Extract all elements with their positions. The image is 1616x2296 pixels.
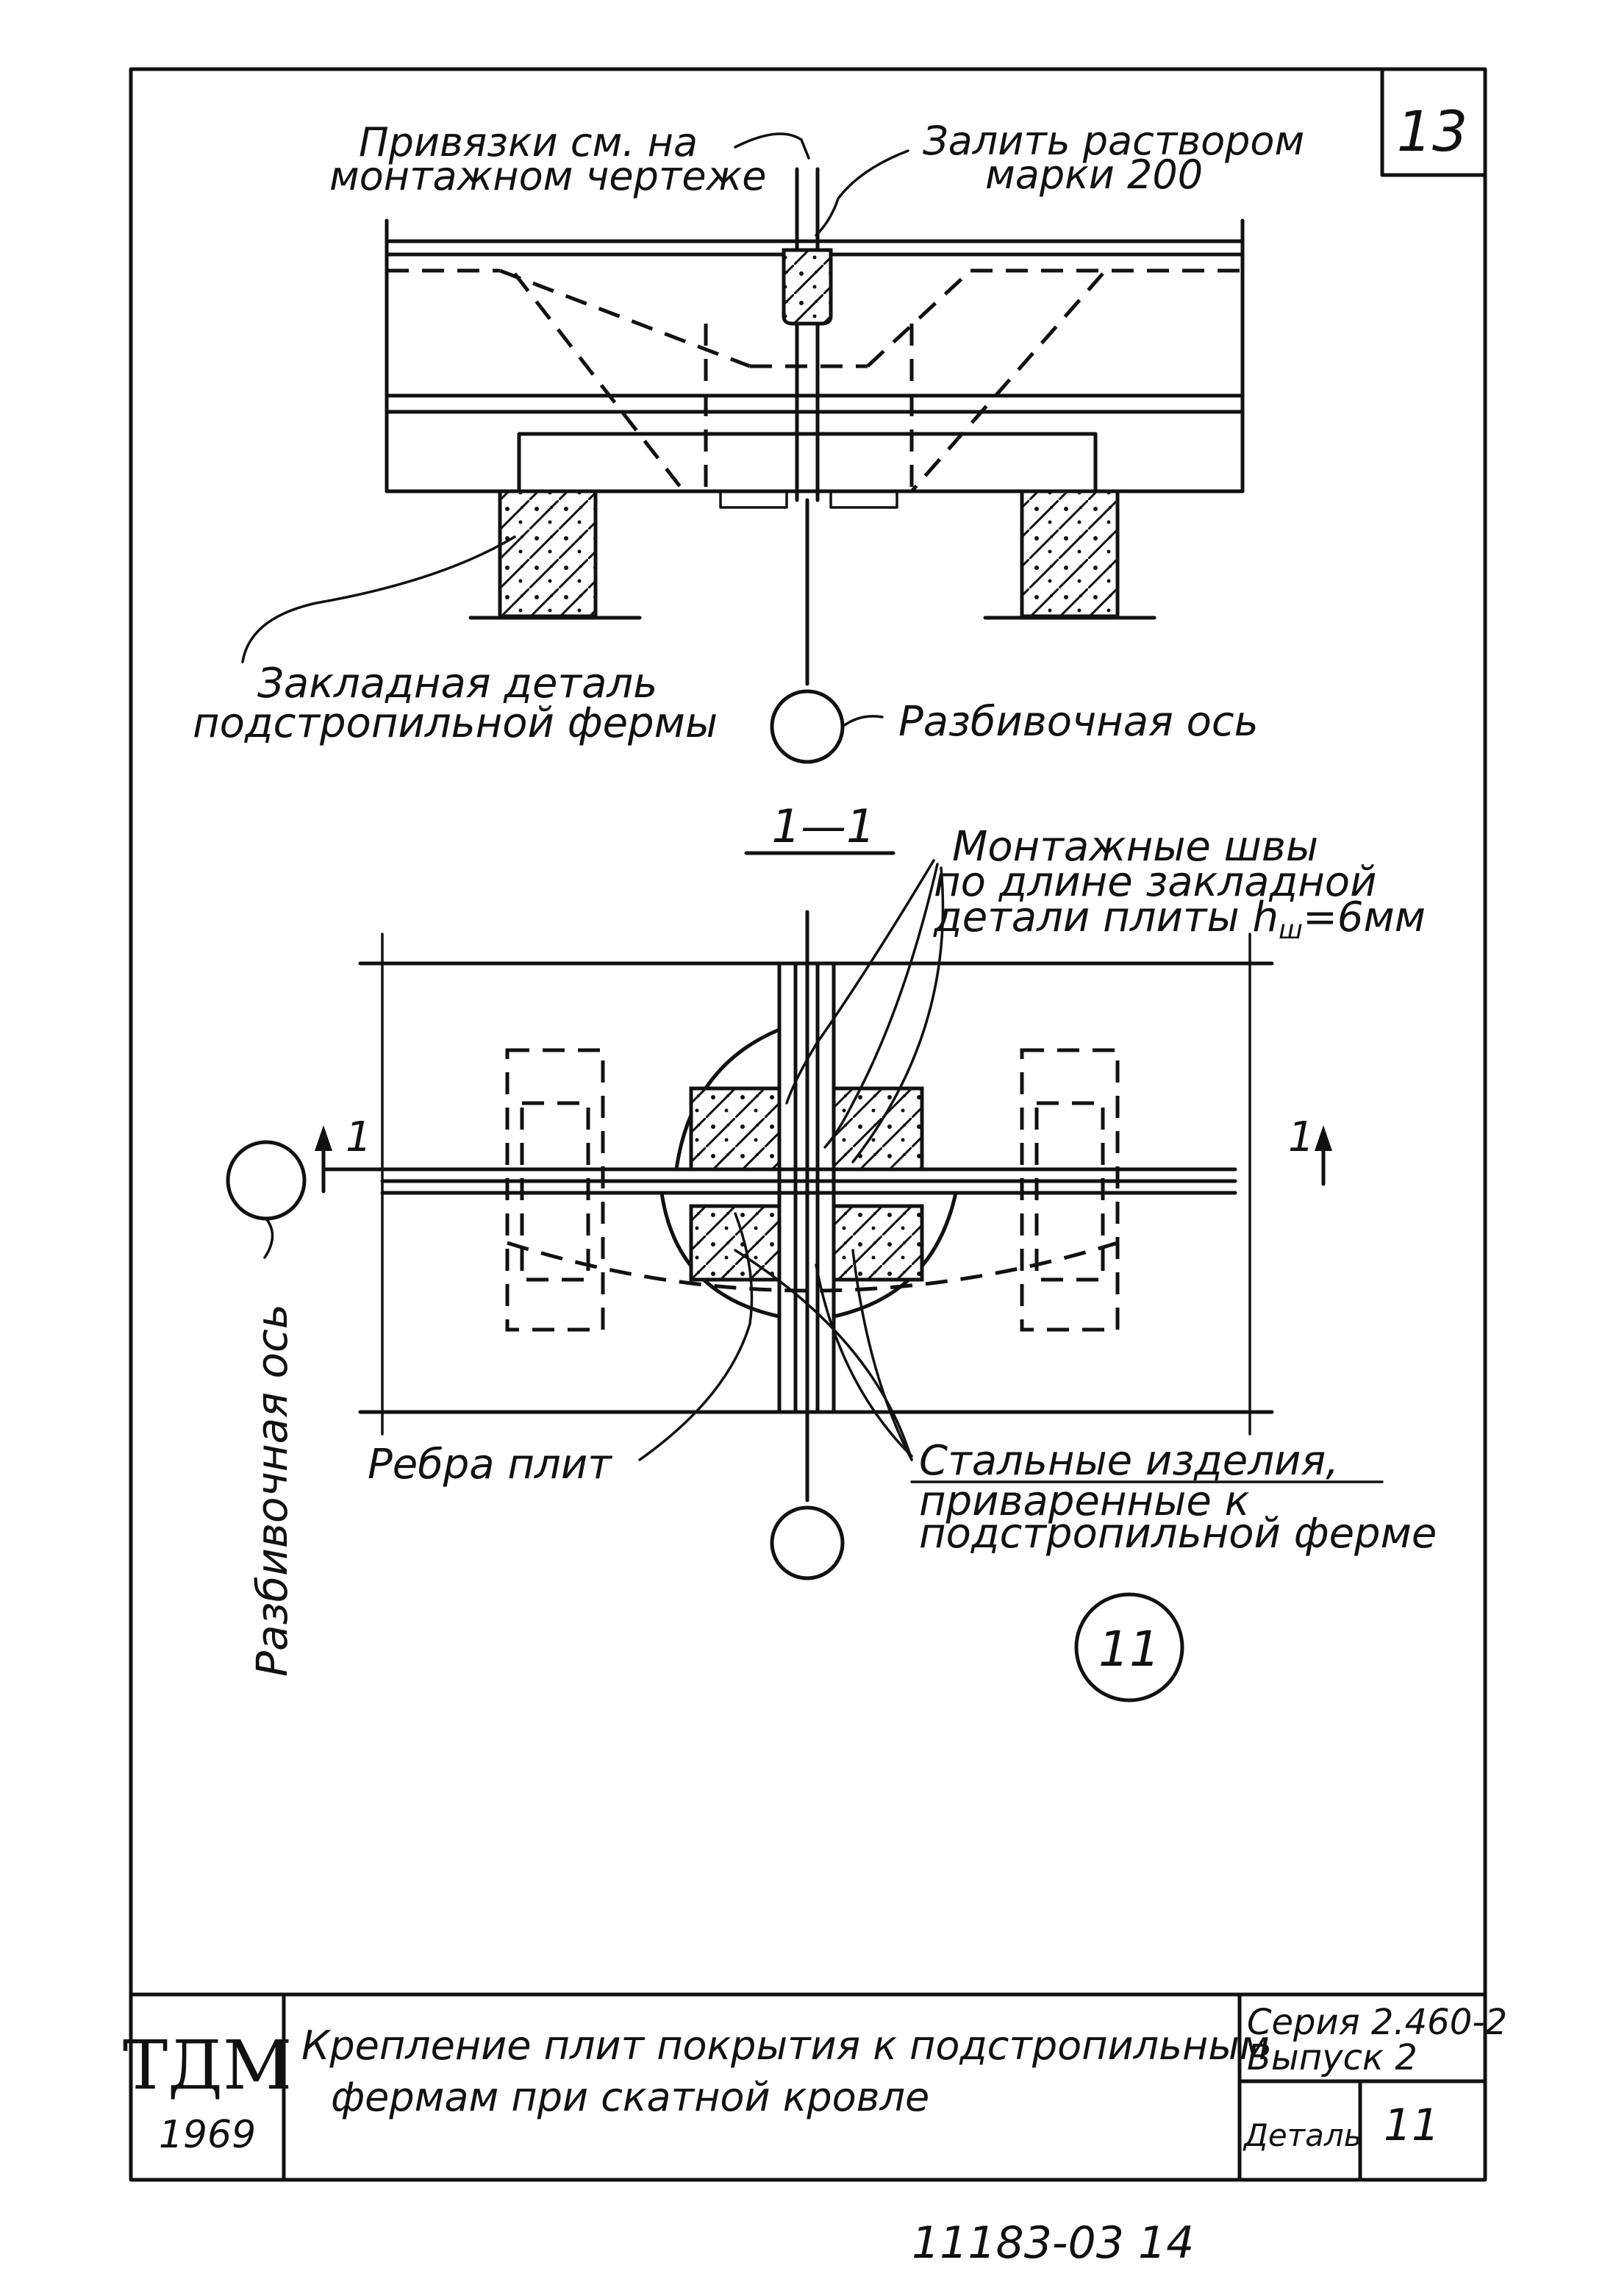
label-steel-line2: приваренные к	[919, 1477, 1250, 1525]
label-embedded-line1: Закладная деталь	[257, 660, 657, 707]
label-mortar: Залить раствором марки 200	[923, 118, 1317, 198]
label-axis-top: Разбивочная ось	[898, 698, 1259, 746]
drawing-title: Крепление плит покрытия к подстропильным…	[301, 2022, 1282, 2120]
sheet-number: 13	[1397, 99, 1468, 164]
detail-number: 11	[1384, 2100, 1440, 2151]
section-view: 1—1 1	[226, 799, 1437, 1677]
label-binding-line2: монтажном чертеже	[329, 153, 766, 199]
sheet-number-box: 13	[1380, 67, 1487, 177]
label-steel-line1: Стальные изделия,	[919, 1437, 1339, 1485]
series: Серия 2.460-2	[1247, 2002, 1507, 2043]
drawing-title-line1: Крепление плит покрытия к подстропильным	[301, 2022, 1270, 2069]
label-welds-line2: по длине закладной	[934, 858, 1376, 906]
label-embedded-detail: Закладная деталь подстропильной фермы	[193, 660, 718, 747]
label-welds-line1: Монтажные швы	[952, 823, 1318, 871]
label-binding-line1: Привязки см. на	[359, 119, 698, 165]
detail-marker: 11	[1098, 1621, 1160, 1678]
title-block: ТДМ 1969 Крепление плит покрытия к подст…	[123, 1992, 1507, 2182]
label-welds: Монтажные швы по длине закладной детали …	[933, 823, 1426, 945]
label-binding: Привязки см. на монтажном чертеже	[329, 119, 766, 199]
year: 1969	[159, 2113, 256, 2157]
label-mortar-line1: Залить раствором	[923, 118, 1304, 164]
label-welds-line3-text: детали плиты h	[933, 894, 1279, 941]
detail-marker-circle	[1074, 1592, 1184, 1703]
label-mortar-line2: марки 200	[985, 151, 1203, 198]
axis-bubble-top	[770, 689, 845, 764]
org-logo: ТДМ	[123, 2026, 292, 2105]
label-axis-vertical: Разбивочная ось	[247, 1304, 297, 1677]
sheet-frame	[129, 67, 1487, 2182]
label-steel: Стальные изделия, приваренные к подстроп…	[919, 1437, 1437, 1558]
top-view: Привязки см. на монтажном чертеже Залить…	[193, 118, 1317, 764]
detail-label: Деталь	[1243, 2117, 1362, 2153]
footer-code: 11183-03 14	[912, 2217, 1194, 2269]
section-title: 1—1	[772, 799, 876, 853]
label-steel-line3: подстропильной ферме	[919, 1510, 1437, 1558]
label-ribs: Ребра плит	[368, 1441, 612, 1489]
issue: Выпуск 2	[1247, 2037, 1417, 2078]
cut-mark-left: 1	[346, 1113, 372, 1161]
label-welds-line3: детали плиты hш=6мм	[933, 894, 1426, 945]
axis-bubble-left	[226, 1140, 307, 1221]
axis-bubble-bottom	[770, 1505, 845, 1580]
label-welds-value: =6мм	[1303, 894, 1426, 941]
label-welds-sub: ш	[1279, 915, 1303, 945]
cut-mark-right: 1	[1288, 1113, 1315, 1161]
label-embedded-line2: подстропильной фермы	[193, 699, 718, 747]
drawing-title-line2: фермам при скатной кровле	[331, 2074, 929, 2120]
